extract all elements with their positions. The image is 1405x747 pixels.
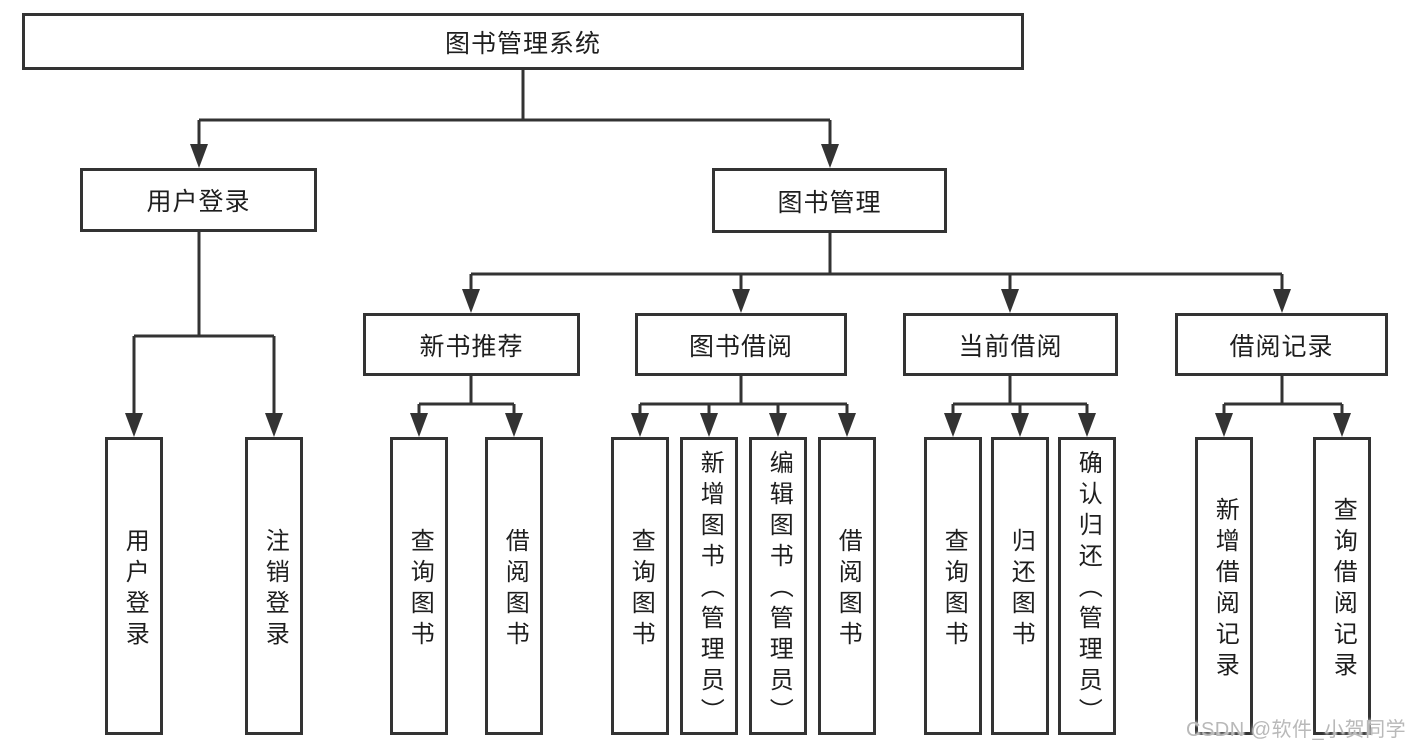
node-label: 注销登录 [261,527,289,652]
node-new-book-recommend: 新书推荐 [363,313,580,376]
node-leaf-edit-book-admin: 编辑图书（管理员） [749,437,807,735]
node-label: 图书管理系统 [444,29,601,58]
node-label: 新书推荐 [419,332,524,361]
node-leaf-return-book: 归还图书 [991,437,1049,735]
node-borrowing-records: 借阅记录 [1175,313,1388,376]
node-book-management: 图书管理 [712,168,947,233]
node-leaf-add-borrow-record: 新增借阅记录 [1195,437,1253,735]
node-leaf-borrow-books-borrowing: 借阅图书 [818,437,876,735]
node-label: 借阅图书 [834,527,862,652]
node-leaf-query-books-recommend: 查询图书 [390,437,448,735]
node-label: 查询图书 [940,527,968,652]
node-leaf-user-login: 用户登录 [105,437,163,735]
node-label: 新增借阅记录 [1211,496,1239,683]
node-current-borrowing: 当前借阅 [903,313,1118,376]
node-book-borrowing: 图书借阅 [635,313,847,376]
watermark: CSDN @软件_小贺同学 [1186,719,1405,741]
node-label: 归还图书 [1007,527,1035,652]
node-leaf-query-borrow-record: 查询借阅记录 [1313,437,1371,735]
node-label: 查询图书 [627,527,655,652]
node-label: 用户登录 [146,188,251,216]
node-label: 查询借阅记录 [1329,496,1357,683]
node-label: 确认归还（管理员） [1074,450,1102,729]
node-label: 用户登录 [121,527,149,652]
node-label: 查询图书 [406,527,434,652]
node-user-login: 用户登录 [80,168,317,232]
node-library-management-system: 图书管理系统 [22,13,1024,70]
node-leaf-add-book-admin: 新增图书（管理员） [680,437,738,735]
node-label: 当前借阅 [958,332,1063,361]
node-leaf-logout: 注销登录 [245,437,303,735]
node-label: 编辑图书（管理员） [765,450,793,729]
node-label: 借阅图书 [501,527,529,652]
node-leaf-query-books-borrowing: 查询图书 [611,437,669,735]
node-label: 图书管理 [777,188,882,217]
node-leaf-query-books-current: 查询图书 [924,437,982,735]
node-label: 新增图书（管理员） [696,450,724,729]
node-label: 图书借阅 [688,332,793,361]
node-leaf-borrow-books-recommend: 借阅图书 [485,437,543,735]
node-leaf-confirm-return-admin: 确认归还（管理员） [1058,437,1116,735]
node-label: 借阅记录 [1229,332,1334,361]
